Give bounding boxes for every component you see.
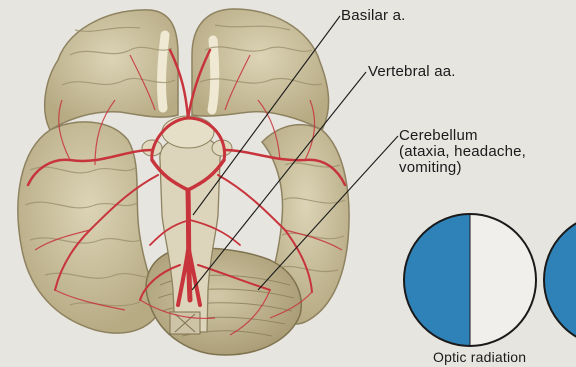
optic-radiation-label: Optic radiation — [433, 349, 526, 365]
basilar-artery-label: Basilar a. — [341, 8, 406, 24]
cerebellum-label: Cerebellum (ataxia, headache, vomiting) — [399, 128, 526, 176]
right-olfactory-tract — [212, 40, 215, 110]
cerebellum-label-line-2: (ataxia, headache, — [399, 144, 526, 160]
cerebellum-label-line-1: Cerebellum — [399, 128, 526, 144]
left-olfactory-tract — [162, 35, 165, 108]
cerebellum-label-line-3: vomiting) — [399, 160, 526, 176]
vertebral-arteries-label: Vertebral aa. — [368, 64, 456, 80]
visual-field-left-eye — [404, 214, 536, 346]
